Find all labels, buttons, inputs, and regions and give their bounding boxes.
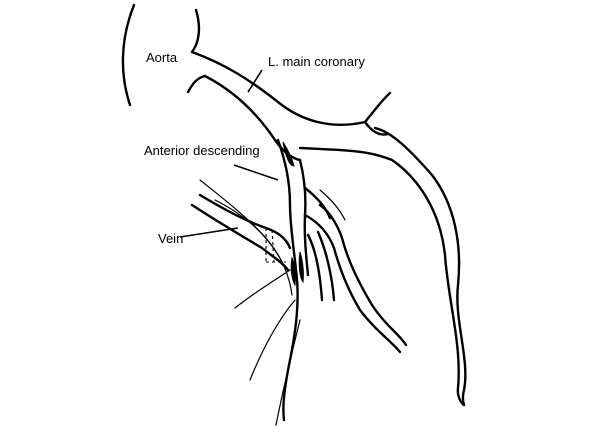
stenosis-mark-lower xyxy=(298,251,304,284)
circumflex-outer-wall xyxy=(373,126,467,407)
small-vessel-5 xyxy=(275,319,301,426)
vein-upper-wall xyxy=(198,193,292,250)
diagonal-branch-inner xyxy=(318,203,408,347)
anastomosis-mark xyxy=(290,256,296,287)
diagonal-branch-outer xyxy=(303,213,402,354)
label-aorta: Aorta xyxy=(146,50,178,65)
circumflex-top-branch xyxy=(363,120,390,136)
second-diagonal-inner xyxy=(316,230,336,302)
left-main-coronary-upper-wall xyxy=(190,8,392,126)
stenosis-mark-upper xyxy=(282,141,295,167)
graft-dashed-outline xyxy=(265,228,286,263)
leader-vein xyxy=(179,227,239,238)
small-vessel-6 xyxy=(319,189,346,221)
small-vessel-3 xyxy=(234,269,291,309)
label-left-main-coronary: L. main coronary xyxy=(268,54,365,69)
upper-branch xyxy=(303,186,332,220)
small-vessel-4 xyxy=(249,299,296,381)
second-diagonal-outer xyxy=(306,233,324,302)
label-vein: Vein xyxy=(158,231,183,246)
circumflex-inner-wall xyxy=(298,146,466,407)
leader-left-main-coronary xyxy=(247,69,263,93)
small-vessel-2 xyxy=(214,199,283,263)
aorta-wall xyxy=(121,3,136,107)
leader-anterior-descending xyxy=(233,164,279,181)
label-anterior-descending: Anterior descending xyxy=(144,143,260,158)
